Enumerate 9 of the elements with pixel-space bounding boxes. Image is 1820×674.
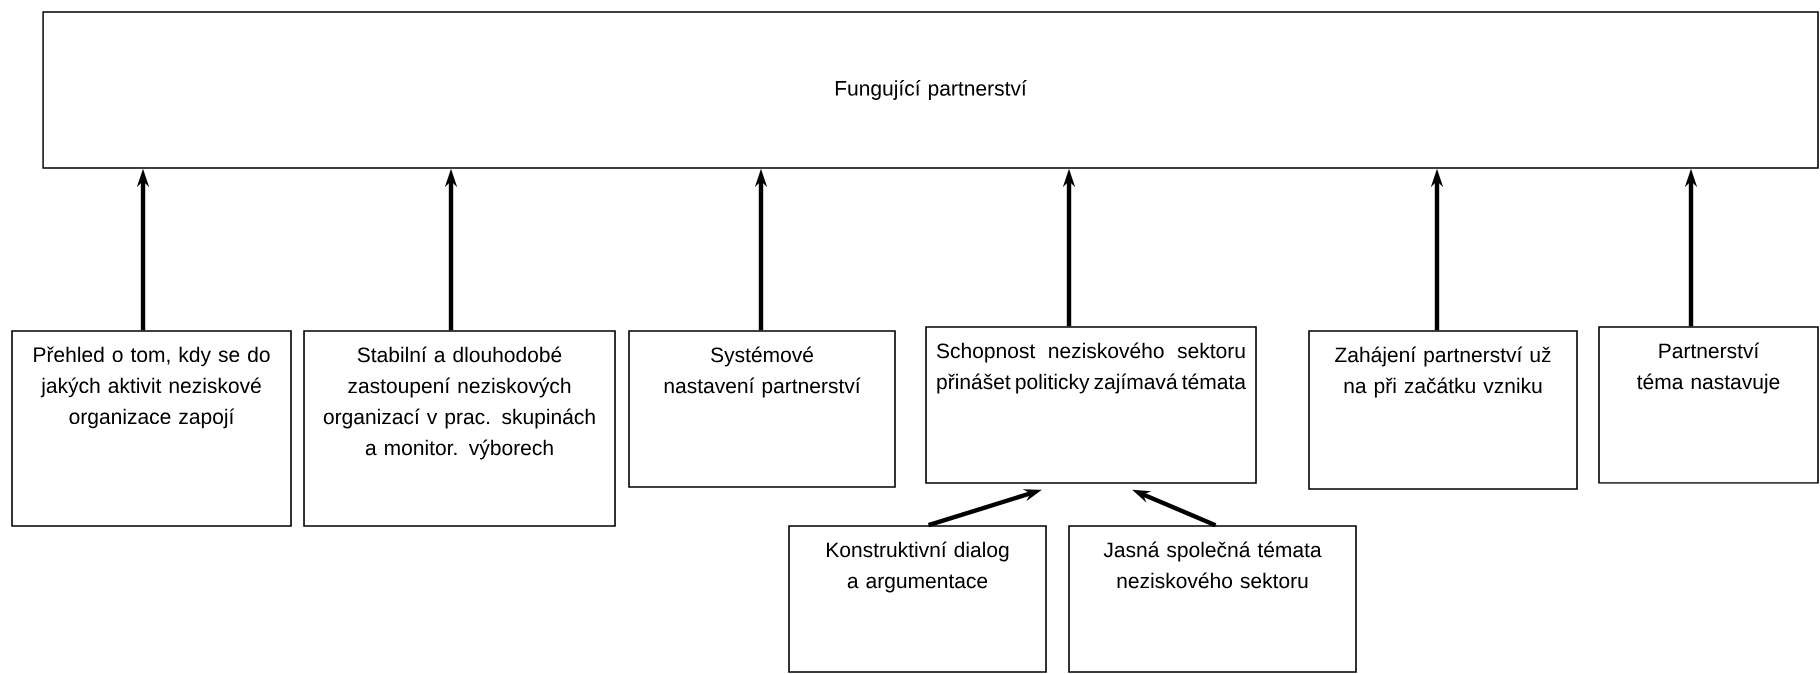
- text-box: Konstruktivní dialog a argumentace: [788, 525, 1047, 673]
- text-box: Jasná společná témata neziskového sektoru: [1068, 525, 1357, 673]
- title-box: Fungující partnerství: [42, 11, 1819, 169]
- text-box: Stabilní a dlouhodobé zastoupení neziskových organizací v prac. skupinách a monitor. výborech: [303, 330, 616, 527]
- text-box: Partnerství téma nastavuje: [1598, 326, 1819, 484]
- text-box: Schopnost neziskového sektoru přinášet politicky zajímavá témata: [925, 326, 1257, 484]
- text-box: Zahájení partnerství už na při začátku vzniku: [1308, 330, 1578, 490]
- text-box: Systémové nastavení partnerství: [628, 330, 896, 488]
- text-box: Přehled o tom, kdy se do jakých aktivit neziskové organizace zapojí: [11, 330, 292, 527]
